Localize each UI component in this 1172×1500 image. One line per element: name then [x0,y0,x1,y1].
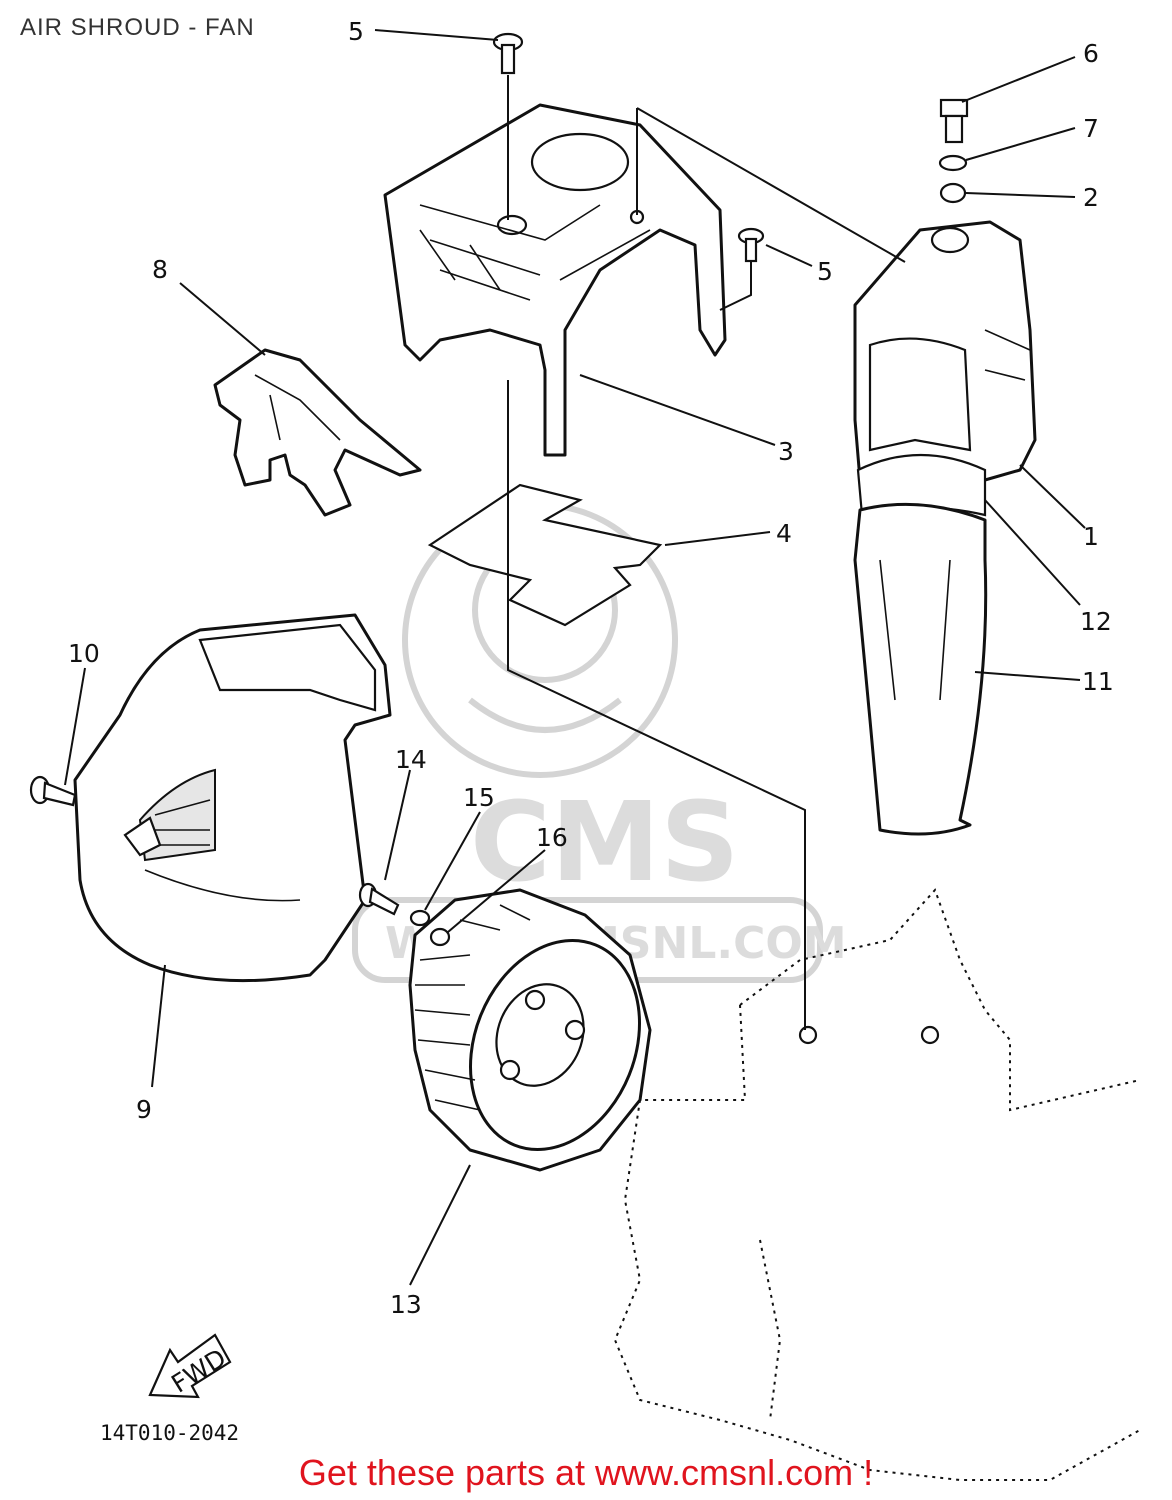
footer-link[interactable]: Get these parts at www.cmsnl.com ! [298,1452,874,1493]
callout-12: 12 [1080,607,1112,636]
reference-line-short [719,262,752,311]
callout-8: 8 [152,255,168,284]
leader-lines [64,29,1086,1286]
callout-6: 6 [1083,39,1099,68]
callout-2: 2 [1083,183,1099,212]
callout-5-mid: 5 [817,257,833,286]
bolt-6 [939,98,969,144]
callout-9: 9 [136,1095,152,1124]
callout-11: 11 [1082,667,1114,696]
callout-10: 10 [68,639,100,668]
nut-16 [429,927,451,947]
reference-line-left [507,75,806,1030]
forward-arrow-icon: FWD [148,1333,232,1399]
cooling-fan [408,888,652,1172]
callout-7: 7 [1083,114,1099,143]
callout-14: 14 [395,745,427,774]
washer-7 [938,154,968,172]
screw-5-top [492,32,524,75]
callout-16: 16 [536,823,568,852]
upper-shroud-cover [383,103,727,457]
callout-4: 4 [776,519,792,548]
callout-5-top: 5 [348,17,364,46]
bolt-10 [29,775,77,807]
gasket [427,483,663,627]
engine-outline [613,888,1141,1481]
page-title: AIR SHROUD - FAN [20,14,255,41]
fan-housing [73,613,392,983]
intake-tube [853,502,988,836]
callout-15: 15 [463,783,495,812]
callout-3: 3 [778,437,794,466]
nut-2 [939,182,967,204]
bolt-14 [358,882,400,916]
washer-15 [409,909,431,927]
bracket [213,348,422,517]
reference-line-right [636,107,906,263]
side-duct [853,220,1037,482]
watermark-brand: CMS [470,778,739,906]
callout-13: 13 [390,1290,422,1319]
screw-5-mid [737,227,765,263]
diagram-code: 14T010-2042 [100,1421,239,1445]
callout-1: 1 [1083,522,1099,551]
